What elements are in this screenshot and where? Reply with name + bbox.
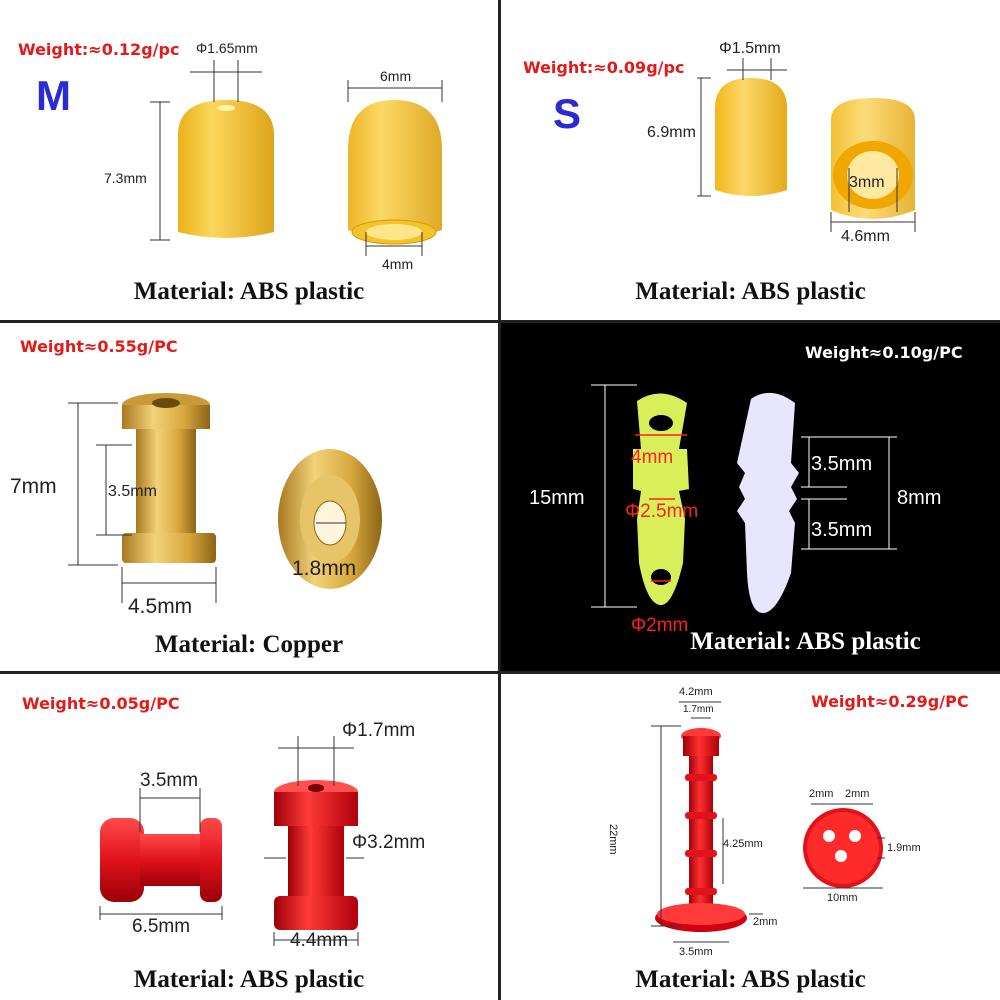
red-pin-image bbox=[651, 701, 885, 943]
dim-base: 2mm bbox=[753, 916, 778, 928]
panel-red-pin: Weight≈0.29g/PC 4.2mm 1.7mm 22mm 4.25mm … bbox=[501, 674, 1000, 1000]
dim-length: 22mm bbox=[607, 824, 619, 855]
dim-disk-height: 1.9mm bbox=[887, 842, 921, 854]
dim-length: 15mm bbox=[529, 487, 585, 509]
dim-hole: 1.8mm bbox=[292, 557, 357, 580]
weight-label: Weight≈0.29g/PC bbox=[811, 692, 969, 711]
dim-height: 6.9mm bbox=[647, 124, 696, 141]
size-label: M bbox=[36, 72, 71, 119]
divider-horizontal-bottom bbox=[0, 671, 1000, 674]
material-label: Material: ABS plastic bbox=[133, 278, 365, 305]
size-label: S bbox=[553, 90, 582, 137]
red-spool-image bbox=[99, 736, 364, 946]
dim-bottom-hole: Φ2mm bbox=[631, 615, 689, 636]
dim-seg2: 3.5mm bbox=[811, 519, 873, 541]
panel-m-cap: Weight:≈0.12g/pc M Φ1.65mm 7.3mm 6mm 4mm… bbox=[0, 0, 498, 320]
dim-seg1: 3.5mm bbox=[811, 453, 873, 475]
dim-hole: Φ1.5mm bbox=[719, 40, 781, 57]
dim-outer: Φ3.2mm bbox=[352, 832, 426, 853]
dim-height: 7mm bbox=[10, 475, 57, 498]
weight-label: Weight:≈0.12g/pc bbox=[18, 40, 180, 59]
dim-hole: Φ1.7mm bbox=[342, 720, 416, 741]
amber-cap-s-image bbox=[697, 58, 916, 232]
divider-vertical bbox=[498, 0, 501, 1000]
dim-length: 6.5mm bbox=[132, 916, 191, 937]
dim-disk-h2: 2mm bbox=[845, 788, 870, 800]
weight-label: Weight:≈0.09g/pc bbox=[523, 58, 685, 77]
dim-inner: 4mm bbox=[382, 256, 414, 272]
panel-connectors: Weight≈0.10g/PC 15mm 4mm Φ2.5mm Φ2mm 3.5… bbox=[501, 323, 1000, 671]
material-label: Material: ABS plastic bbox=[690, 628, 921, 655]
material-label: Material: ABS plastic bbox=[133, 966, 365, 993]
dim-height: 7.3mm bbox=[104, 170, 147, 186]
weight-label: Weight≈0.10g/PC bbox=[805, 343, 963, 362]
dim-seg: 4.25mm bbox=[723, 838, 763, 850]
dim-span: 8mm bbox=[897, 487, 942, 509]
dim-shaft: 3.5mm bbox=[108, 483, 157, 500]
panel-copper: Weight≈0.55g/PC 7mm 3.5mm 1.8mm 4.5mm Ma… bbox=[0, 323, 498, 671]
dim-top-hole: 4mm bbox=[631, 447, 674, 468]
dim-mid: Φ2.5mm bbox=[625, 501, 699, 522]
divider-horizontal-top bbox=[0, 320, 1000, 323]
dim-top-width: 6mm bbox=[380, 68, 412, 84]
dim-disk-h1: 2mm bbox=[809, 788, 834, 800]
material-label: Material: ABS plastic bbox=[635, 966, 866, 993]
connector-pins-image bbox=[591, 384, 897, 613]
material-label: Material: Copper bbox=[154, 631, 344, 658]
dim-width: 4.4mm bbox=[290, 930, 349, 951]
material-label: Material: ABS plastic bbox=[635, 278, 866, 305]
dim-inner: 3mm bbox=[849, 174, 885, 191]
panel-s-cap: Weight:≈0.09g/pc S Φ1.5mm 6.9mm 3mm 4.6m… bbox=[501, 0, 1000, 320]
dim-top: 4.2mm bbox=[679, 686, 713, 698]
dim-hole: Φ1.65mm bbox=[196, 40, 258, 56]
dim-base-width: 3.5mm bbox=[679, 946, 713, 958]
dim-outer: 4.6mm bbox=[841, 228, 890, 245]
weight-label: Weight≈0.05g/PC bbox=[22, 694, 180, 713]
weight-label: Weight≈0.55g/PC bbox=[20, 337, 178, 356]
panel-red-spool: Weight≈0.05g/PC 3.5mm 6.5mm Φ1.7mm Φ3.2m… bbox=[0, 674, 498, 1000]
dim-top-inner: 1.7mm bbox=[683, 704, 714, 715]
copper-spool-image bbox=[68, 393, 382, 603]
dim-width: 4.5mm bbox=[128, 595, 193, 618]
dim-shaft: 3.5mm bbox=[140, 770, 199, 791]
amber-cap-m-image bbox=[150, 60, 443, 256]
dim-disk-width: 10mm bbox=[827, 892, 858, 904]
